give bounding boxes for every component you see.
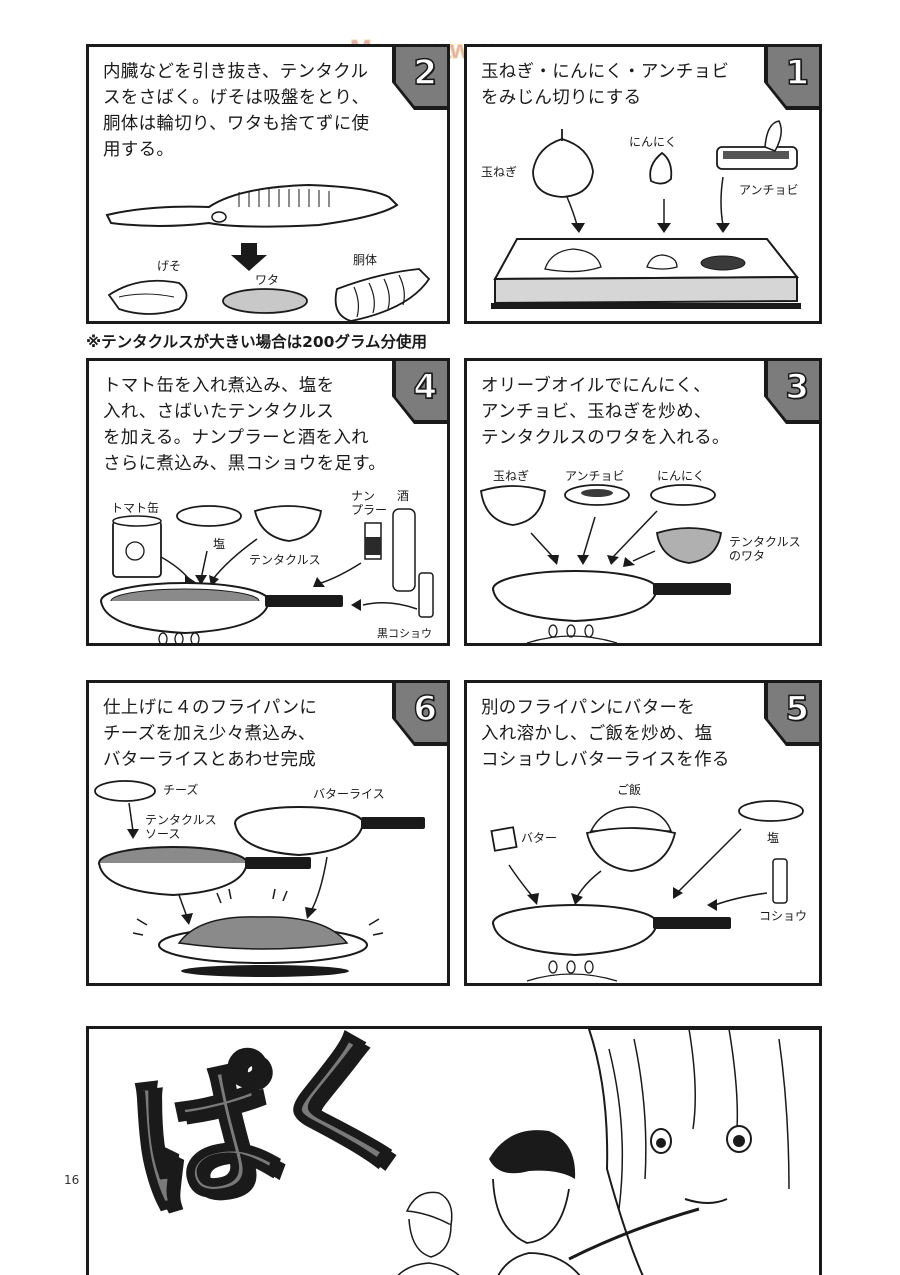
chopping-board-illustration	[491, 120, 801, 309]
step-4-text: トマト缶を入れ煮込み、塩を 入れ、さばいたテンタクルス を加える。ナンプラーと酒…	[103, 376, 387, 474]
panel-step-1: 玉ねぎ・にんにく・アンチョビ をみじん切りにする 1 玉ねぎ にんにく アンチョ…	[464, 44, 822, 324]
panel-step-6: 仕上げに４のフライパンに チーズを加え少々煮込み、 バターライスとあわせ完成 6	[86, 680, 450, 986]
label-cheese: チーズ	[163, 783, 199, 797]
butter-rice-illustration	[490, 800, 804, 982]
label-onion: 玉ねぎ	[481, 165, 518, 179]
label-anchovy: アンチョビ	[565, 469, 625, 483]
label-pepper: コショウ	[759, 909, 808, 923]
label-black-pepper: 黒コショウ	[377, 627, 432, 640]
step-5-text: 別のフライパンにバターを 入れ溶かし、ご飯を炒め、塩 コショウしバターライスを作…	[481, 698, 730, 770]
label-sake: 酒	[397, 489, 410, 503]
final-plating-illustration	[94, 780, 425, 977]
stew-pan-illustration	[100, 505, 434, 643]
label-butter: バター	[521, 831, 558, 845]
label-anchovy: アンチョビ	[739, 183, 799, 197]
panel-step-2: 内臓などを引き抜き、テンタクル スをさばく。げそは吸盤をとり、 胴体は輪切り、ワ…	[86, 44, 450, 324]
panel-step-4: トマト缶を入れ煮込み、塩を 入れ、さばいたテンタクルス を加える。ナンプラーと酒…	[86, 358, 450, 646]
panel-eating-scene: ぱく	[86, 1026, 822, 1275]
label-onion: 玉ねぎ	[493, 469, 530, 483]
label-body: 胴体	[353, 253, 378, 267]
label-nampla: ナン プラー	[351, 489, 388, 517]
step-2-number: 2	[413, 52, 438, 94]
label-tomato-can: トマト缶	[111, 501, 160, 515]
saute-pan-illustration	[480, 484, 731, 643]
label-wata: ワタ	[255, 273, 280, 287]
step-3-text: オリーブオイルでにんにく、 アンチョビ、玉ねぎを炒め、 テンタクルスのワタを入れ…	[481, 376, 730, 448]
squid-illustration	[105, 183, 431, 321]
label-salt: 塩	[213, 537, 226, 551]
tentacle-size-note: ※テンタクルスが大きい場合は200グラム分使用	[86, 333, 427, 351]
step-5-number: 5	[785, 688, 810, 730]
label-wata: テンタクルス のワタ	[729, 535, 801, 563]
step-6-number: 6	[413, 688, 438, 730]
step-2-text: 内臓などを引き抜き、テンタクル スをさばく。げそは吸盤をとり、 胴体は輪切り、ワ…	[103, 62, 370, 160]
label-rice: ご飯	[617, 783, 642, 797]
label-salt: 塩	[767, 831, 780, 845]
panel-step-3: オリーブオイルでにんにく、 アンチョビ、玉ねぎを炒め、 テンタクルスのワタを入れ…	[464, 358, 822, 646]
label-sauce: テンタクルス ソース	[145, 813, 217, 841]
label-butter-rice: バターライス	[313, 787, 385, 801]
step-1-number: 1	[785, 52, 810, 94]
step-3-number: 3	[785, 366, 810, 408]
step-6-text: 仕上げに４のフライパンに チーズを加え少々煮込み、 バターライスとあわせ完成	[103, 698, 318, 770]
label-garlic: にんにく	[657, 469, 705, 483]
label-garlic: にんにく	[629, 135, 677, 149]
step-1-text: 玉ねぎ・にんにく・アンチョビ をみじん切りにする	[481, 62, 730, 108]
label-geso: げそ	[157, 259, 182, 273]
page-number: 16	[64, 1173, 80, 1187]
label-tentacles: テンタクルス	[249, 553, 321, 567]
step-4-number: 4	[413, 366, 438, 408]
characters-eating-illustration	[397, 1029, 819, 1275]
panel-step-5: 別のフライパンにバターを 入れ溶かし、ご飯を炒め、塩 コショウしバターライスを作…	[464, 680, 822, 986]
